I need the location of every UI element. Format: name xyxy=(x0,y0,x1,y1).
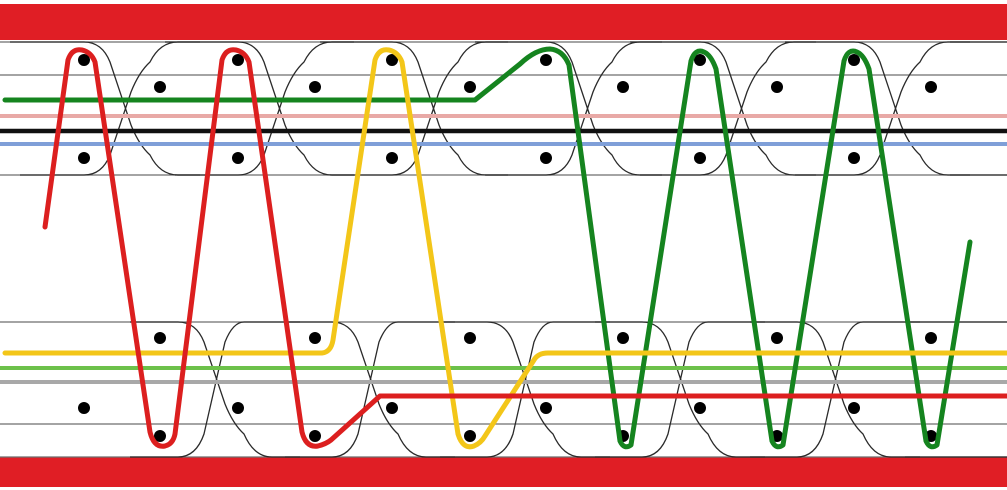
bottom-band xyxy=(0,457,1007,487)
dot xyxy=(848,402,860,414)
top-band xyxy=(0,4,1007,40)
dot xyxy=(771,81,783,93)
dot xyxy=(694,152,706,164)
dot xyxy=(540,402,552,414)
dot xyxy=(848,54,860,66)
dot xyxy=(386,152,398,164)
dot xyxy=(232,402,244,414)
dot xyxy=(154,81,166,93)
dot xyxy=(154,332,166,344)
dot xyxy=(78,402,90,414)
dot xyxy=(694,402,706,414)
dot xyxy=(925,332,937,344)
dot xyxy=(386,402,398,414)
dot xyxy=(78,152,90,164)
dot xyxy=(771,332,783,344)
dot xyxy=(232,152,244,164)
dot xyxy=(464,430,476,442)
dot xyxy=(925,81,937,93)
dot xyxy=(309,332,321,344)
dot xyxy=(464,332,476,344)
dot xyxy=(464,81,476,93)
dot xyxy=(848,152,860,164)
dot xyxy=(617,81,629,93)
dot xyxy=(309,430,321,442)
dot xyxy=(540,54,552,66)
dot xyxy=(617,332,629,344)
dot xyxy=(540,152,552,164)
dot xyxy=(309,81,321,93)
